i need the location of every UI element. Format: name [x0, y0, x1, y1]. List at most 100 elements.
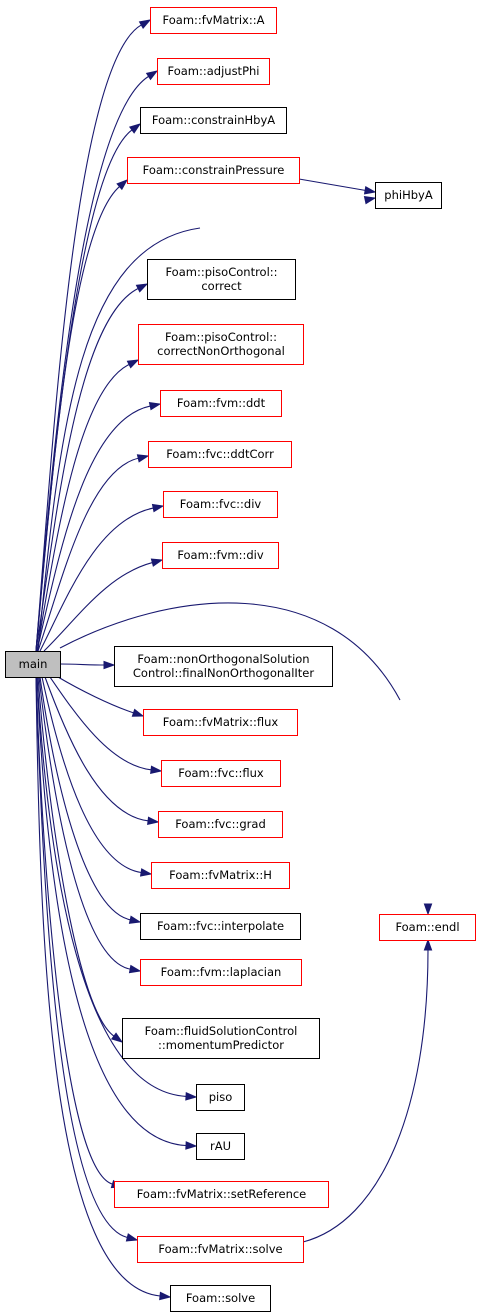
node-label: Foam::fluidSolutionControl: [145, 1024, 298, 1038]
node-label: Foam::pisoControl::: [165, 330, 277, 344]
node-box: [114, 1181, 329, 1208]
node-label: Foam::constrainPressure: [143, 163, 285, 177]
node-box: [163, 491, 278, 518]
node-finalnonorth[interactable]: Foam::nonOrthogonalSolutionControl::fina…: [114, 646, 333, 687]
node-label: Control::finalNonOrthogonalIter: [133, 666, 314, 680]
arrowhead: [126, 359, 140, 369]
edge-line: [36, 405, 151, 652]
node-piso[interactable]: piso: [196, 1084, 245, 1111]
node-box: [114, 646, 333, 687]
arrowhead: [151, 503, 165, 513]
node-fvmatrix-h[interactable]: Foam::fvMatrix::H: [151, 862, 290, 889]
node-endl[interactable]: Foam::endl: [379, 914, 476, 941]
node-box: [147, 259, 296, 300]
edge-main-to-fvc-div: [39, 503, 165, 652]
edge-main-to-endl: [59, 602, 433, 916]
edge-line: [59, 663, 105, 666]
node-label: Foam::fvMatrix::H: [169, 868, 272, 882]
node-label: correct: [201, 279, 242, 293]
node-label: Foam::fvm::ddt: [177, 396, 266, 410]
edge-main-to-piso: [36, 676, 198, 1101]
node-label: Foam::fvc::div: [180, 497, 262, 511]
node-label: phiHbyA: [384, 188, 433, 202]
arrowhead: [363, 186, 377, 195]
node-label: rAU: [210, 1139, 231, 1153]
edge-main-to-piso-correctnonorth: [36, 359, 140, 652]
node-solve[interactable]: Foam::solve: [170, 1285, 271, 1312]
node-box: [158, 811, 283, 838]
edge-line: [57, 676, 134, 714]
edge-line: [44, 676, 149, 822]
edge-line: [39, 676, 131, 921]
edge-line: [302, 949, 429, 1243]
node-fvmatrix-a[interactable]: Foam::fvMatrix::A: [150, 7, 277, 34]
node-box: [160, 390, 282, 417]
node-label: Foam::adjustPhi: [168, 64, 260, 78]
node-box: [162, 542, 279, 569]
edge-line: [38, 676, 131, 970]
edge-main-to-phihbya: [37, 196, 377, 652]
arrowhead: [147, 816, 160, 826]
edge-main-to-fvc-interpolate: [39, 676, 142, 924]
node-fvc-flux[interactable]: Foam::fvc::flux: [161, 760, 281, 787]
node-box: [5, 651, 61, 678]
node-constrainhbya[interactable]: Foam::constrainHbyA: [140, 107, 287, 134]
node-box: [161, 760, 281, 787]
node-label: Foam::fvc::ddtCorr: [166, 447, 274, 461]
node-adjustphi[interactable]: Foam::adjustPhi: [157, 58, 270, 85]
arrowhead: [103, 660, 116, 670]
node-box: [122, 1018, 320, 1059]
edge-main-to-momentumpredictor: [37, 676, 124, 1043]
node-fvc-interpolate[interactable]: Foam::fvc::interpolate: [140, 913, 301, 940]
edge-main-to-fvm-laplacian: [38, 676, 142, 974]
edge-line: [36, 363, 130, 652]
node-label: Foam::fvMatrix::setReference: [137, 1187, 307, 1201]
node-fvm-ddt[interactable]: Foam::fvm::ddt: [160, 390, 282, 417]
node-box: [379, 914, 476, 941]
node-box: [148, 441, 292, 468]
node-rau[interactable]: rAU: [196, 1133, 245, 1160]
node-label: Foam::solve: [186, 1291, 255, 1305]
edge-line: [298, 178, 366, 191]
node-piso-correct[interactable]: Foam::pisoControl::correct: [147, 259, 296, 300]
edge-main-to-fvmatrix-h: [41, 676, 153, 877]
node-box: [375, 182, 442, 209]
node-box: [157, 58, 270, 85]
edge-line: [43, 562, 153, 652]
node-box: [196, 1084, 245, 1111]
node-constrainpressure[interactable]: Foam::constrainPressure: [127, 157, 300, 184]
node-label: correctNonOrthogonal: [157, 344, 285, 358]
node-fvm-laplacian[interactable]: Foam::fvm::laplacian: [140, 959, 302, 986]
edge-line: [36, 676, 187, 1097]
edge-line: [59, 602, 401, 701]
arrowhead: [145, 70, 159, 81]
node-label: Foam::fvMatrix::flux: [163, 715, 279, 729]
arrowhead: [128, 123, 142, 134]
edge-main-to-fvmatrix-solve: [35, 676, 139, 1242]
edge-line: [37, 457, 139, 652]
node-fvmatrix-solve[interactable]: Foam::fvMatrix::solve: [137, 1236, 304, 1263]
node-label: Foam::constrainHbyA: [152, 113, 275, 127]
node-momentumpredictor[interactable]: Foam::fluidSolutionControl::momentumPred…: [122, 1018, 320, 1059]
node-box: [140, 959, 302, 986]
node-fvm-div[interactable]: Foam::fvm::div: [162, 542, 279, 569]
node-phihbya[interactable]: phiHbyA: [375, 182, 442, 209]
node-label: Foam::fvMatrix::solve: [158, 1242, 282, 1256]
arrowhead: [159, 1291, 172, 1301]
node-piso-correctnonorth[interactable]: Foam::pisoControl::correctNonOrthogonal: [138, 324, 304, 365]
edge-main-to-fvc-grad: [44, 676, 160, 826]
node-fvmatrix-flux[interactable]: Foam::fvMatrix::flux: [143, 709, 298, 736]
node-box: [140, 913, 301, 940]
edge-constrainpressure-to-phihbya: [298, 178, 377, 195]
edge-line: [35, 288, 139, 652]
arrowhead: [128, 915, 142, 924]
node-fvmatrix-setreference[interactable]: Foam::fvMatrix::setReference: [114, 1181, 329, 1208]
edge-main-to-rau: [36, 676, 198, 1150]
edge-line: [37, 676, 115, 1037]
node-fvc-grad[interactable]: Foam::fvc::grad: [158, 811, 283, 838]
arrowhead: [148, 401, 162, 411]
node-fvc-ddtcorr[interactable]: Foam::fvc::ddtCorr: [148, 441, 292, 468]
edge-line: [49, 676, 152, 771]
node-fvc-div[interactable]: Foam::fvc::div: [163, 491, 278, 518]
